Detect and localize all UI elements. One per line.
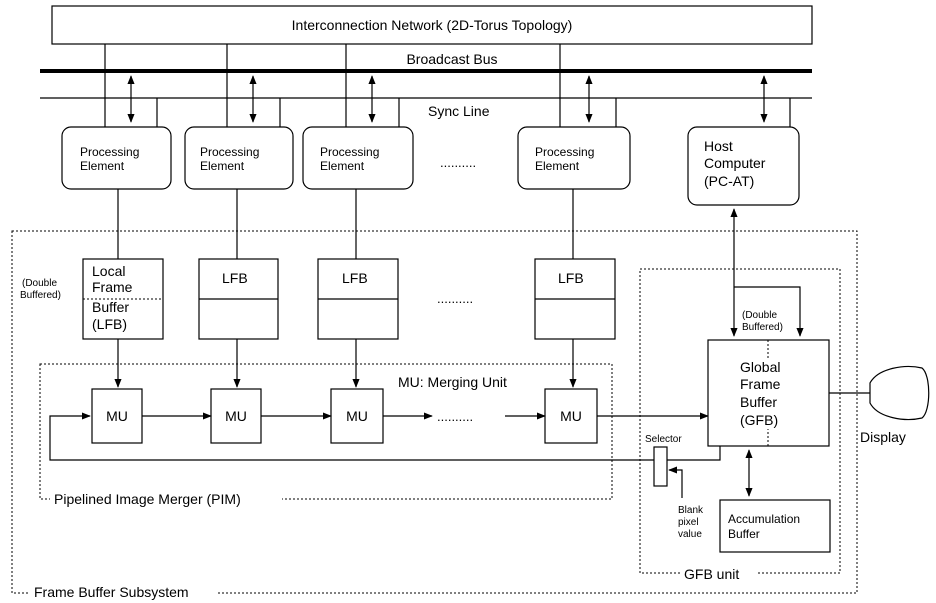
lfb-n: LFB	[534, 258, 616, 340]
svg-text:Element: Element	[200, 159, 245, 173]
display-label: Display	[860, 429, 906, 445]
lfb-2: LFB	[198, 258, 279, 340]
svg-text:Computer: Computer	[704, 155, 766, 171]
host-computer: Host Computer (PC-AT)	[687, 126, 800, 206]
selector	[653, 446, 668, 487]
svg-text:(GFB): (GFB)	[740, 412, 778, 428]
svg-text:MU: MU	[225, 408, 247, 424]
global-frame-buffer: Global Frame Buffer (GFB)	[707, 339, 830, 447]
mu-3: MU	[330, 388, 384, 444]
svg-text:Accumulation: Accumulation	[728, 512, 800, 526]
mu-2: MU	[210, 388, 262, 444]
svg-text:Buffer: Buffer	[92, 299, 129, 315]
svg-text:Processing: Processing	[320, 145, 379, 159]
svg-text:Buffer: Buffer	[728, 527, 760, 541]
svg-text:Host: Host	[704, 138, 733, 154]
mu-title: MU: Merging Unit	[398, 374, 507, 390]
processing-element-3: Processing Element	[302, 126, 414, 190]
interconnection-network-label: Interconnection Network (2D-Torus Topolo…	[292, 17, 573, 33]
processing-element-ellipsis: ..........	[440, 155, 476, 170]
mu-ellipsis: ..........	[437, 409, 473, 424]
sync-line-label: Sync Line	[428, 103, 490, 119]
svg-text:LFB: LFB	[558, 270, 584, 286]
double-buffered-right-label: (Double	[742, 310, 777, 321]
double-buffered-left-label-2: Buffered)	[20, 290, 61, 301]
svg-text:LFB: LFB	[342, 270, 368, 286]
svg-text:Buffer: Buffer	[740, 394, 777, 410]
svg-text:Global: Global	[740, 359, 780, 375]
svg-text:Frame: Frame	[92, 279, 133, 295]
frame-buffer-subsystem-label: Frame Buffer Subsystem	[34, 584, 189, 600]
pim-label: Pipelined Image Merger (PIM)	[54, 491, 241, 507]
lfb-3: LFB	[317, 258, 399, 340]
svg-text:Element: Element	[80, 159, 125, 173]
svg-text:Element: Element	[320, 159, 365, 173]
blank-pixel-label-2: pixel	[678, 517, 699, 528]
mu-1: MU	[91, 388, 143, 444]
svg-text:Processing: Processing	[200, 145, 259, 159]
svg-text:Element: Element	[535, 159, 580, 173]
pim-boundary	[39, 363, 613, 500]
lfb-1: Local Frame Buffer (LFB)	[82, 258, 164, 340]
blank-pixel-label: Blank	[678, 505, 704, 516]
mu-n: MU	[544, 388, 598, 444]
double-buffered-right-label-2: Buffered)	[742, 322, 783, 333]
interconnection-network	[51, 5, 813, 45]
svg-text:(PC-AT): (PC-AT)	[704, 173, 754, 189]
svg-text:Local: Local	[92, 263, 125, 279]
processing-element-2: Processing Element	[184, 126, 294, 190]
blank-pixel-label-3: value	[678, 529, 702, 540]
display-icon	[869, 365, 930, 421]
selector-label: Selector	[645, 434, 682, 445]
accumulation-buffer: Accumulation Buffer	[719, 499, 831, 553]
svg-text:Processing: Processing	[535, 145, 594, 159]
broadcast-bus-label: Broadcast Bus	[406, 51, 497, 67]
svg-text:LFB: LFB	[222, 270, 248, 286]
svg-text:(LFB): (LFB)	[92, 316, 127, 332]
svg-text:MU: MU	[346, 408, 368, 424]
lfb-ellipsis: ..........	[437, 291, 473, 306]
processing-element-1: Processing Element	[61, 126, 172, 190]
processing-element-n: Processing Element	[517, 126, 631, 190]
svg-text:Processing: Processing	[80, 145, 139, 159]
svg-text:MU: MU	[106, 408, 128, 424]
svg-text:MU: MU	[560, 408, 582, 424]
svg-text:Frame: Frame	[740, 376, 781, 392]
gfb-unit-label: GFB unit	[684, 566, 739, 582]
double-buffered-left-label: (Double	[22, 278, 57, 289]
frame-buffer-subsystem-boundary	[11, 230, 858, 594]
